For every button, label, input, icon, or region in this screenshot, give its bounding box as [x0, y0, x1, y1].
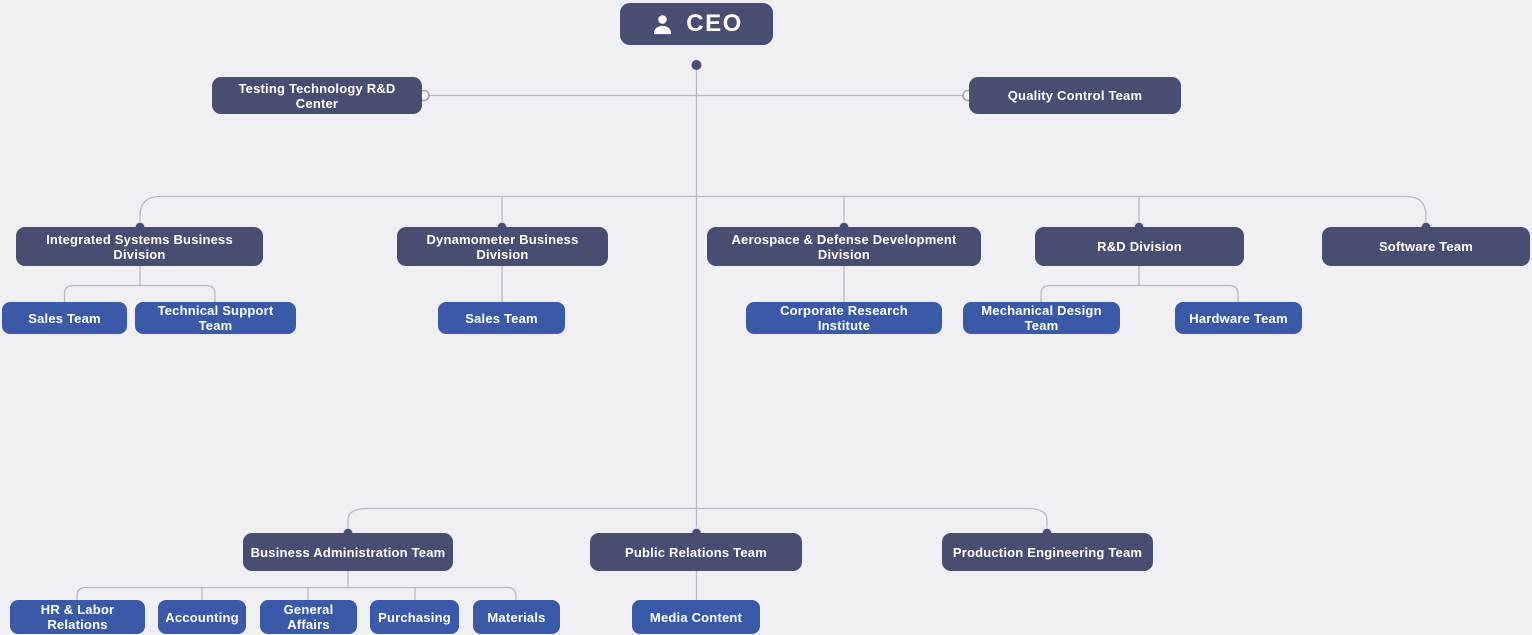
node-accounting[interactable]: Accounting	[158, 600, 246, 634]
node-label: Testing Technology R&D Center	[238, 80, 396, 111]
node-dynamometer-business-division[interactable]: Dynamometer Business Division	[397, 227, 608, 266]
node-business-administration-team[interactable]: Business Administration Team	[243, 533, 453, 571]
node-label: Hardware Team	[1189, 310, 1288, 326]
node-label: R&D Division	[1097, 239, 1182, 254]
node-media-content[interactable]: Media Content	[632, 600, 760, 634]
node-purchasing[interactable]: Purchasing	[370, 600, 459, 634]
node-label: Quality Control Team	[1007, 88, 1143, 103]
node-mechanical-design-team[interactable]: Mechanical Design Team	[963, 302, 1120, 334]
node-label: CEO	[686, 10, 743, 37]
node-label: Dynamometer Business Division	[426, 231, 579, 262]
node-label: Technical Support Team	[157, 303, 274, 333]
node-general-affairs[interactable]: General Affairs	[260, 600, 357, 634]
connector-divisions-rail	[139, 195, 1427, 227]
node-software-team[interactable]: Software Team	[1322, 227, 1530, 266]
node-label: HR & Labor Relations	[40, 602, 115, 632]
node-integrated-systems-business-division[interactable]: Integrated Systems Business Division	[16, 227, 263, 266]
node-materials[interactable]: Materials	[473, 600, 560, 634]
node-label: Purchasing	[378, 609, 451, 625]
node-sales-team-dynamometer[interactable]: Sales Team	[438, 302, 565, 334]
node-label: General Affairs	[283, 602, 334, 632]
node-hardware-team[interactable]: Hardware Team	[1175, 302, 1302, 334]
node-quality-control-team[interactable]: Quality Control Team	[969, 77, 1181, 114]
node-label: Sales Team	[465, 310, 538, 326]
node-label: Software Team	[1378, 239, 1474, 254]
node-label: Sales Team	[28, 310, 101, 326]
node-label: Production Engineering Team	[952, 544, 1143, 560]
node-ceo[interactable]: CEO	[620, 3, 773, 45]
node-corporate-research-institute[interactable]: Corporate Research Institute	[746, 302, 942, 334]
node-label: Materials	[487, 609, 546, 625]
node-testing-technology-rd-center[interactable]: Testing Technology R&D Center	[212, 77, 422, 114]
node-label: Business Administration Team	[250, 544, 446, 560]
node-aerospace-defense-development-division[interactable]: Aerospace & Defense Development Division	[707, 227, 981, 266]
node-rd-division[interactable]: R&D Division	[1035, 227, 1244, 266]
node-technical-support-team[interactable]: Technical Support Team	[135, 302, 296, 334]
node-production-engineering-team[interactable]: Production Engineering Team	[942, 533, 1153, 571]
node-label: Media Content	[649, 609, 743, 625]
node-label: Integrated Systems Business Division	[46, 231, 233, 262]
node-public-relations-team[interactable]: Public Relations Team	[590, 533, 802, 571]
node-sales-team-integrated[interactable]: Sales Team	[2, 302, 127, 334]
connector-bottom-rail	[347, 507, 1048, 528]
connector-dot-ceo[interactable]	[691, 60, 702, 70]
person-icon	[650, 12, 675, 37]
node-label: Accounting	[165, 609, 239, 625]
node-label: Public Relations Team	[625, 544, 767, 560]
node-label: Aerospace & Defense Development Division	[731, 231, 957, 262]
node-label: Mechanical Design Team	[981, 303, 1102, 333]
node-label: Corporate Research Institute	[780, 303, 908, 333]
node-hr-labor-relations[interactable]: HR & Labor Relations	[10, 600, 145, 634]
